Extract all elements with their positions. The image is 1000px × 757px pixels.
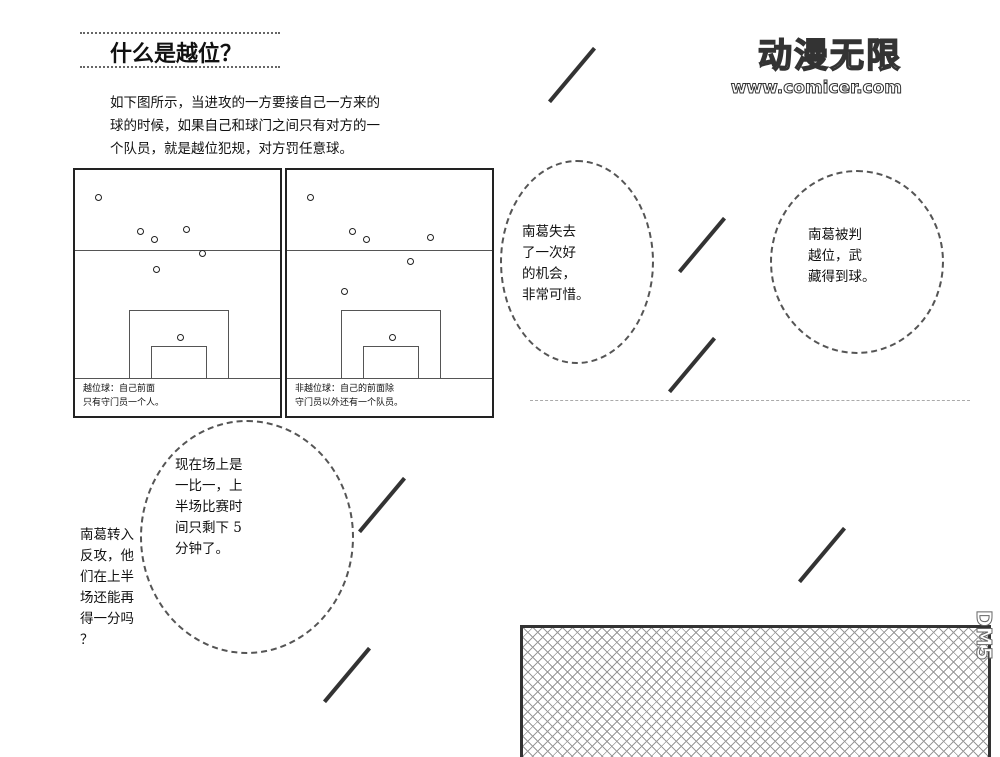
player-marker xyxy=(199,250,206,257)
goal-net xyxy=(520,625,991,757)
speech-bubble-outline xyxy=(770,170,944,354)
speech-bubble-outline xyxy=(500,160,654,364)
intro-text: 如下图所示，当进攻的一方要接自己一方来的 球的时候，如果自己和球门之间只有对方的… xyxy=(110,92,440,161)
penalty-box xyxy=(341,310,441,379)
halfway-line xyxy=(287,250,492,251)
side-logo: DM5 xyxy=(972,609,997,661)
bubble-line: 一比一，上 xyxy=(175,478,243,494)
bubble-line: 场还能再 xyxy=(80,590,134,606)
speed-line xyxy=(547,46,597,104)
player-marker xyxy=(153,266,160,273)
caption-line: 非越位球：自己的前面除 xyxy=(295,384,395,394)
bubble-question: 南葛转入 反攻，他 们在上半 场还能再 得一分吗 ？ xyxy=(80,525,134,651)
caption-line: 守门员以外还有一个队员。 xyxy=(295,398,404,408)
bubble-line: 们在上半 xyxy=(80,569,134,585)
player-marker xyxy=(307,194,314,201)
watermark-url: www.comicer.com xyxy=(730,78,902,99)
intro-line: 如下图所示，当进攻的一方要接自己一方来的 xyxy=(110,95,380,111)
player-marker xyxy=(341,288,348,295)
speed-line xyxy=(797,526,847,584)
player-marker xyxy=(427,234,434,241)
player-marker xyxy=(183,226,190,233)
diagram-caption: 非越位球：自己的前面除 守门员以外还有一个队员。 xyxy=(295,382,403,410)
title-rule-top xyxy=(80,32,280,34)
goalkeeper-marker xyxy=(177,334,184,341)
speech-bubble-outline xyxy=(140,420,354,654)
halfway-line xyxy=(75,250,280,251)
bubble-line: 南葛失去 xyxy=(522,224,576,240)
intro-line: 球的时候，如果自己和球门之间只有对方的一 xyxy=(110,118,380,134)
page-title: 什么是越位？ xyxy=(110,42,243,67)
bubble-line: 现在场上是 xyxy=(175,457,243,473)
speed-line xyxy=(322,646,372,704)
bubble-offside: 南葛被判 越位，武 藏得到球。 xyxy=(808,225,876,288)
speed-line xyxy=(667,336,717,394)
speed-line xyxy=(677,216,727,274)
bubble-score: 现在场上是 一比一，上 半场比赛时 间只剩下 5 分钟了。 xyxy=(175,455,243,560)
bubble-line: 南葛转入 xyxy=(80,527,134,543)
player-marker xyxy=(137,228,144,235)
bubble-line: 得一分吗 xyxy=(80,611,134,627)
player-marker xyxy=(363,236,370,243)
diagram-not-offside: 非越位球：自己的前面除 守门员以外还有一个队员。 xyxy=(285,168,494,418)
bubble-line: 越位，武 xyxy=(808,248,862,264)
caption-line: 只有守门员一个人。 xyxy=(83,398,165,408)
player-marker xyxy=(407,258,414,265)
goal-box xyxy=(151,346,207,379)
penalty-box xyxy=(129,310,229,379)
goal-line xyxy=(75,378,280,379)
goal-line xyxy=(287,378,492,379)
bubble-line: 南葛被判 xyxy=(808,227,862,243)
diagram-offside: 越位球：自己前面 只有守门员一个人。 xyxy=(73,168,282,418)
speed-line xyxy=(357,476,407,534)
bubble-line: 非常可惜。 xyxy=(522,287,590,303)
diagram-caption: 越位球：自己前面 只有守门员一个人。 xyxy=(83,382,164,410)
bubble-line: ？ xyxy=(80,632,94,648)
bubble-line: 了一次好 xyxy=(522,245,576,261)
watermark-logo: 动漫无限 xyxy=(757,35,902,77)
bubble-line: 藏得到球。 xyxy=(808,269,876,285)
bubble-line: 分钟了。 xyxy=(175,541,229,557)
goalkeeper-marker xyxy=(389,334,396,341)
bubble-line: 的机会， xyxy=(522,266,576,282)
player-marker xyxy=(349,228,356,235)
caption-line: 越位球：自己前面 xyxy=(83,384,156,394)
intro-line: 个队员，就是越位犯规，对方罚任意球。 xyxy=(110,141,353,157)
bubble-line: 反攻，他 xyxy=(80,548,134,564)
goal-box xyxy=(363,346,419,379)
bubble-line: 间只剩下 5 xyxy=(175,520,242,536)
title-rule-bottom xyxy=(80,66,280,68)
bubble-line: 半场比赛时 xyxy=(175,499,243,515)
player-marker xyxy=(151,236,158,243)
bubble-missed: 南葛失去 了一次好 的机会， 非常可惜。 xyxy=(522,222,590,306)
pitch-line xyxy=(530,400,970,401)
player-marker xyxy=(95,194,102,201)
